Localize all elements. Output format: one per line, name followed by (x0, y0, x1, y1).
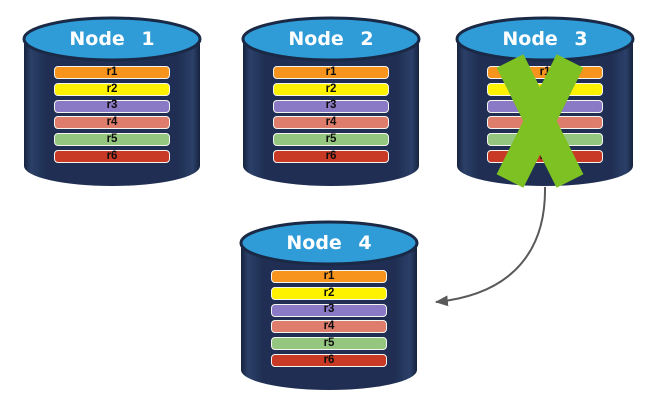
node-4-row-label: r1 (323, 269, 335, 282)
node-4-row-r5: r5 (271, 336, 387, 351)
node-1-row-label: r3 (106, 99, 118, 112)
node-2-row-label: r2 (325, 82, 337, 95)
node-3-row-r2: r2 (487, 82, 603, 96)
node-4-row-r2: r2 (271, 286, 387, 300)
node-2-row-label: r5 (325, 132, 337, 145)
node-3-row-r3: r3 (487, 99, 603, 113)
node-1-row-r6: r6 (54, 150, 170, 163)
node-2-row-label: r3 (325, 99, 337, 112)
node-2-row-label: r1 (325, 65, 337, 78)
node-3-title: Node 3 (502, 28, 588, 50)
node-1-row-r2: r2 (54, 82, 170, 96)
node-1-row-label: r4 (106, 116, 118, 129)
node-1-row-r5: r5 (54, 132, 170, 147)
node-1-row-r1: r1 (54, 66, 170, 79)
node-4-row-label: r4 (323, 320, 335, 333)
node-3-row-label: r2 (539, 82, 551, 95)
node-4-row-r3: r3 (271, 303, 387, 317)
node-2-row-r2: r2 (273, 82, 389, 96)
node-4-row-label: r2 (323, 286, 335, 299)
node-2-row-r1: r1 (273, 66, 389, 79)
db-node-2: Node 2 r1 r2 r3 r4 r5 r6 (241, 16, 421, 188)
node-4-title: Node 4 (286, 232, 372, 254)
node-1-row-label: r6 (106, 149, 118, 162)
node-2-row-r3: r3 (273, 99, 389, 113)
node-3-row-r6: r6 (487, 150, 603, 163)
node-4-row-r6: r6 (271, 354, 387, 367)
node-3-row-label: r1 (539, 65, 551, 78)
node-2-title: Node 2 (288, 28, 374, 50)
node-2-row-r6: r6 (273, 150, 389, 163)
node-4-row-r1: r1 (271, 270, 387, 283)
node-4-row-label: r6 (323, 353, 335, 366)
node-4-row-label: r3 (323, 303, 335, 316)
node-3-row-r4: r4 (487, 116, 603, 130)
node-3-row-r1: r1 (487, 66, 603, 79)
node-2-row-r5: r5 (273, 132, 389, 147)
node-1-row-label: r5 (106, 132, 118, 145)
node-2-row-label: r4 (325, 116, 337, 129)
node-1-title: Node 1 (69, 28, 155, 50)
node-3-row-label: r6 (539, 149, 551, 162)
node-2-row-label: r6 (325, 149, 337, 162)
node-1-row-r4: r4 (54, 116, 170, 130)
node-3-row-label: r5 (539, 132, 551, 145)
node-1-row-r3: r3 (54, 99, 170, 113)
node-3-row-label: r3 (539, 99, 551, 112)
db-node-3: Node 3 r1 r2 r3 r4 r5 r6 (455, 16, 635, 188)
node-4-row-r4: r4 (271, 320, 387, 334)
db-node-4: Node 4 r1 r2 r3 r4 r5 r6 (239, 220, 419, 392)
node-3-row-label: r4 (539, 116, 551, 129)
node-4-row-label: r5 (323, 336, 335, 349)
node-1-row-label: r1 (106, 65, 118, 78)
node-3-row-r5: r5 (487, 132, 603, 147)
db-node-1: Node 1 r1 r2 r3 r4 r5 r6 (22, 16, 202, 188)
node-1-row-label: r2 (106, 82, 118, 95)
node-2-row-r4: r4 (273, 116, 389, 130)
